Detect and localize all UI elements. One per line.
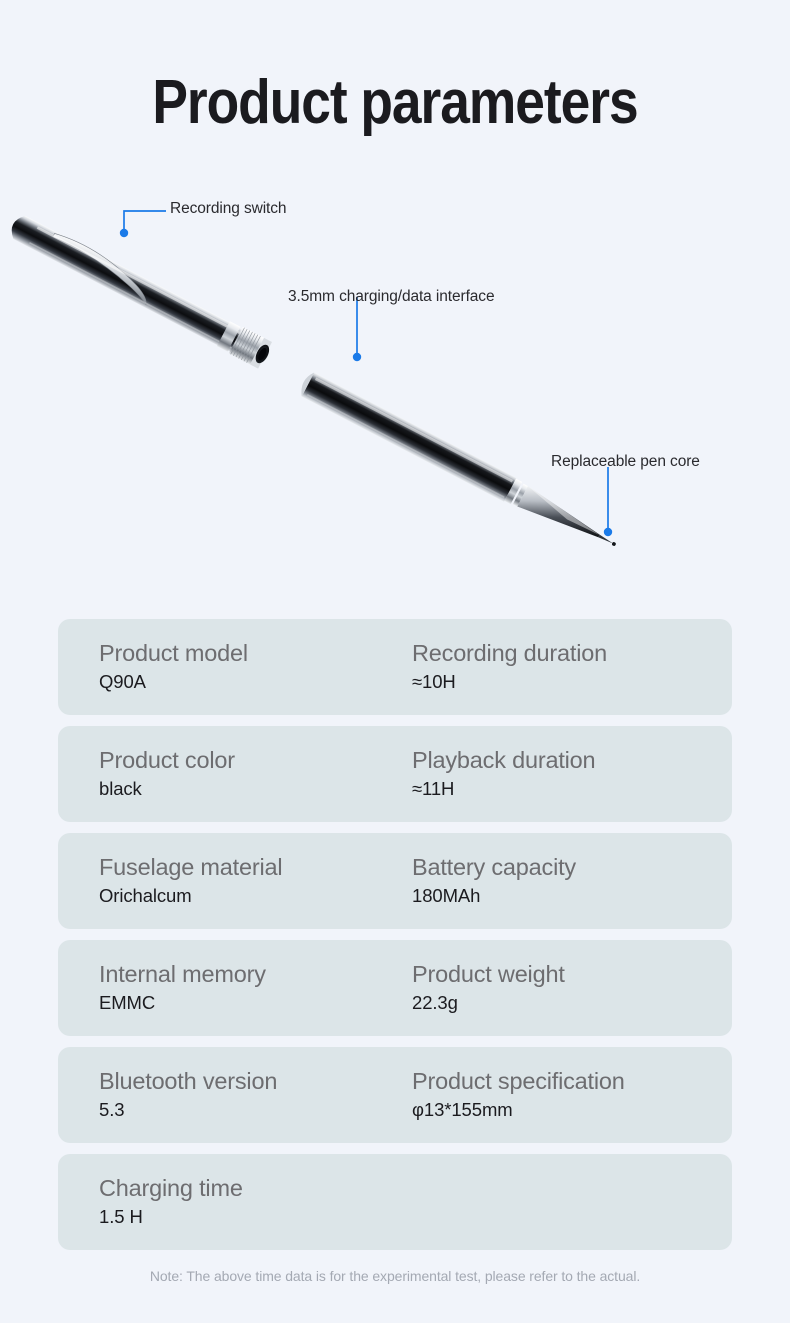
spec-value: ≈10H [412,670,456,692]
table-row: Charging time 1.5 H [58,1154,732,1250]
spec-cell-internal-memory: Internal memory EMMC [58,960,412,1016]
callout-leaders [123,210,609,530]
spec-value: Q90A [99,670,146,692]
product-illustration: Recording switch 3.5mm charging/data int… [0,175,790,595]
spec-cell-charging-time: Charging time 1.5 H [58,1174,412,1230]
spec-label: Charging time [99,1175,243,1201]
footnote: Note: The above time data is for the exp… [149,1268,641,1284]
spec-label: Product color [99,747,235,773]
callout-dot-pen-core [603,527,613,537]
spec-value: φ13*155mm [412,1098,513,1120]
spec-cell-product-model: Product model Q90A [58,639,412,695]
spec-cell-product-specification: Product specification φ13*155mm [412,1067,732,1123]
table-row: Fuselage material Orichalcum Battery cap… [58,833,732,929]
spec-value: 5.3 [99,1098,125,1120]
table-row: Product model Q90A Recording duration ≈1… [58,619,732,715]
spec-label: Internal memory [99,961,266,987]
callout-dot-recording-switch [119,228,129,238]
pen-drawing [11,210,616,546]
spec-value: EMMC [99,991,156,1013]
table-row: Bluetooth version 5.3 Product specificat… [58,1047,732,1143]
table-row: Internal memory EMMC Product weight 22.3… [58,940,732,1036]
callout-dot-charging-interface [352,352,362,362]
spec-cell-battery-capacity: Battery capacity 180MAh [412,853,732,909]
spec-label: Battery capacity [412,854,576,880]
pen-cap-section [11,215,272,369]
callout-label-recording-switch: Recording switch [170,200,287,217]
spec-cell-product-weight: Product weight 22.3g [412,960,732,1016]
callout-label-replaceable-pen-core: Replaceable pen core [551,453,700,470]
spec-value: ≈11H [412,777,455,799]
spec-cell-recording-duration: Recording duration ≈10H [412,639,732,695]
spec-label: Fuselage material [99,854,283,880]
spec-label: Product specification [412,1068,625,1094]
spec-label: Product weight [412,961,565,987]
spec-label: Recording duration [412,640,607,666]
spec-value: Orichalcum [99,884,192,906]
spec-label: Playback duration [412,747,596,773]
pen-barrel-section [301,372,616,546]
spec-value: 22.3g [412,991,458,1013]
spec-label: Product model [99,640,248,666]
spec-label: Bluetooth version [99,1068,278,1094]
spec-value: 180MAh [412,884,481,906]
spec-table: Product model Q90A Recording duration ≈1… [58,619,732,1261]
spec-value: 1.5 H [99,1205,143,1227]
callout-label-charging-data-interface: 3.5mm charging/data interface [288,288,495,305]
table-row: Product color black Playback duration ≈1… [58,726,732,822]
spec-cell-fuselage-material: Fuselage material Orichalcum [58,853,412,909]
page-title: Product parameters [152,68,638,137]
spec-cell-bluetooth-version: Bluetooth version 5.3 [58,1067,412,1123]
callout-dots [119,228,613,537]
spec-cell-playback-duration: Playback duration ≈11H [412,746,732,802]
spec-value: black [99,777,142,799]
spec-cell-product-color: Product color black [58,746,412,802]
